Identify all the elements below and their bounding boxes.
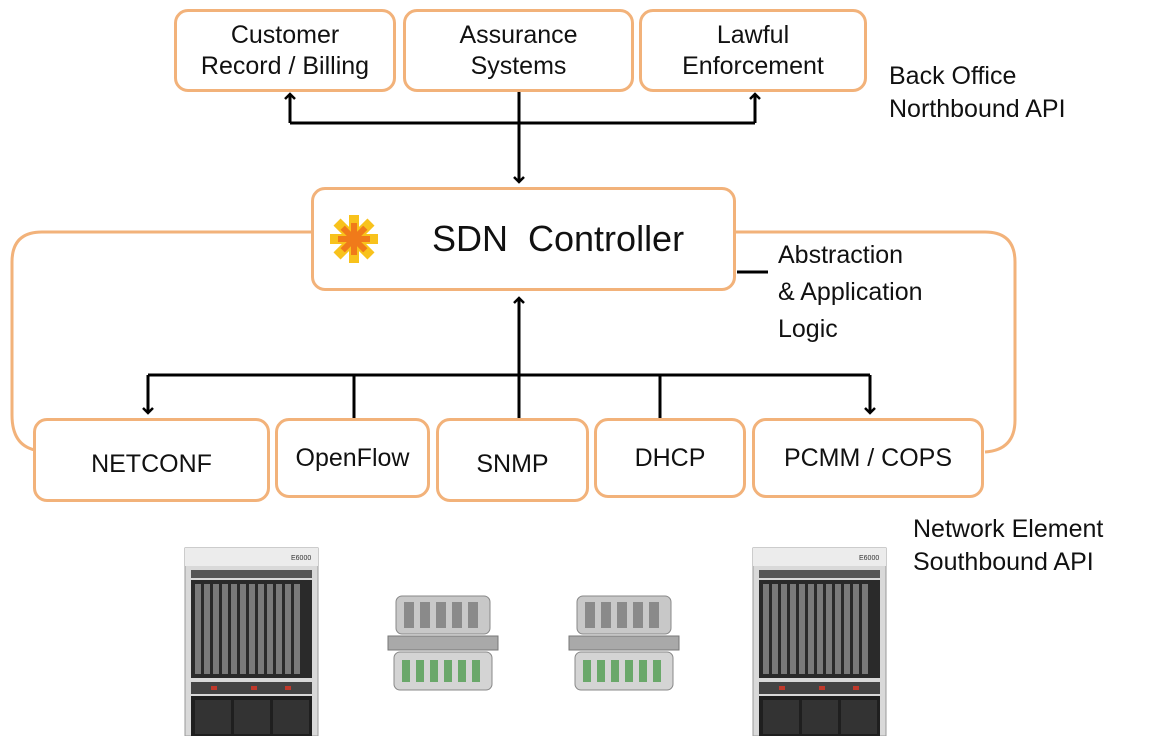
sdn-controller-box[interactable]: SDN Controller [311, 187, 736, 291]
openflow-box[interactable]: OpenFlow [275, 418, 430, 498]
lawful-enforcement-box[interactable]: Lawful Enforcement [639, 9, 867, 92]
chassis-label: E6000 [291, 555, 311, 562]
cmts-chassis-icon: E6000 [184, 547, 319, 736]
abstraction-logic-label: Abstraction & Application Logic [778, 237, 923, 348]
box-line: Systems [470, 51, 567, 80]
customer-record-billing-box[interactable]: Customer Record / Billing [174, 9, 396, 92]
protocol-label: SNMP [476, 449, 549, 478]
protocol-label: OpenFlow [295, 443, 410, 472]
protocol-label: NETCONF [91, 449, 212, 478]
netconf-box[interactable]: NETCONF [33, 418, 270, 502]
label-line: & Application [778, 278, 923, 306]
node-device-icon [387, 595, 499, 691]
label-line: Network Element [913, 515, 1104, 543]
snmp-box[interactable]: SNMP [436, 418, 589, 502]
box-line: Assurance [459, 20, 578, 49]
southbound-api-label: Network Element Southbound API [913, 513, 1103, 579]
northbound-api-label: Back Office Northbound API [889, 60, 1066, 126]
box-line: Enforcement [682, 51, 824, 80]
box-line: Customer [230, 20, 340, 49]
assurance-systems-box[interactable]: Assurance Systems [403, 9, 634, 92]
orange-asterisk-logo-icon [330, 215, 378, 263]
label-line: Northbound API [889, 95, 1066, 123]
pcmm-cops-box[interactable]: PCMM / COPS [752, 418, 984, 498]
label-line: Southbound API [913, 548, 1094, 576]
dhcp-box[interactable]: DHCP [594, 418, 746, 498]
protocol-label: PCMM / COPS [783, 443, 953, 472]
node-device-icon [568, 595, 680, 691]
label-line: Abstraction [778, 241, 904, 269]
protocol-label: DHCP [634, 443, 706, 472]
box-line: Record / Billing [200, 51, 370, 80]
cmts-chassis-icon: E6000 [752, 547, 887, 736]
application-logic-frame [10, 230, 1017, 454]
box-line: Lawful [716, 20, 790, 49]
label-line: Logic [778, 315, 838, 343]
label-line: Back Office [889, 62, 1017, 90]
chassis-label: E6000 [859, 555, 879, 562]
controller-title: SDN Controller [432, 218, 685, 259]
